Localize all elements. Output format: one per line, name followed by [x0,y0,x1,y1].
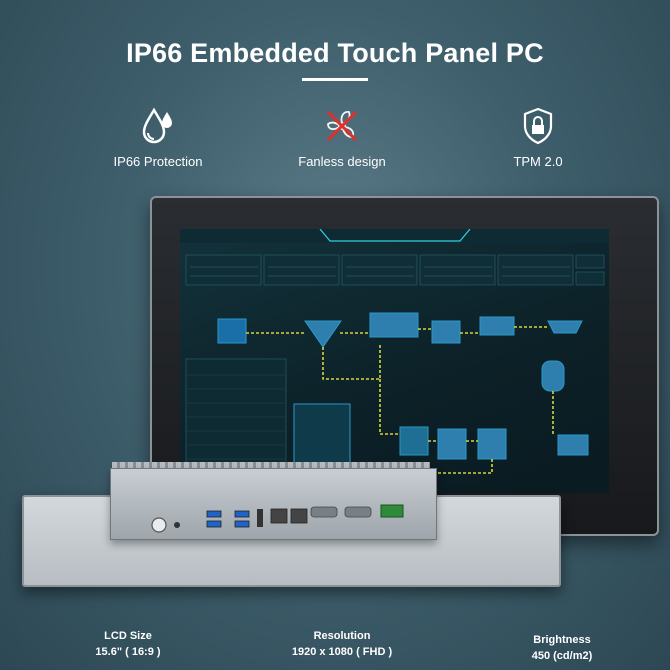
spec-value: 1920 x 1080 ( FHD ) [291,646,393,658]
spec-lcd-size: LCD Size 15.6" ( 16:9 ) [48,628,208,660]
lock-icon [523,107,553,145]
spec-name: Brightness [533,634,591,646]
water-drop-icon [142,107,172,144]
spec-name: LCD Size [104,630,152,642]
spec-value: 450 (cd/m2) [531,650,593,662]
feature-label: Fanless design [298,154,386,169]
embedded-pc-box [110,468,437,540]
feature-label: TPM 2.0 [513,154,563,169]
io-ports [151,504,404,533]
spec-resolution: Resolution 1920 x 1080 ( FHD ) [262,628,422,660]
spec-brightness: Brightness 450 (cd/m2) [482,632,642,664]
title-underline [302,78,368,81]
fanless-icon [326,110,358,142]
spec-value: 15.6" ( 16:9 ) [95,646,161,658]
page-title: IP66 Embedded Touch Panel PC [126,38,544,68]
feature-fanless: Fanless design [272,106,412,169]
feature-tpm: TPM 2.0 [468,106,608,169]
spec-name: Resolution [313,630,371,642]
feature-ip66: IP66 Protection [88,106,228,169]
scada-screen [180,229,609,493]
feature-label: IP66 Protection [113,154,203,169]
scada-diagram [180,229,609,480]
